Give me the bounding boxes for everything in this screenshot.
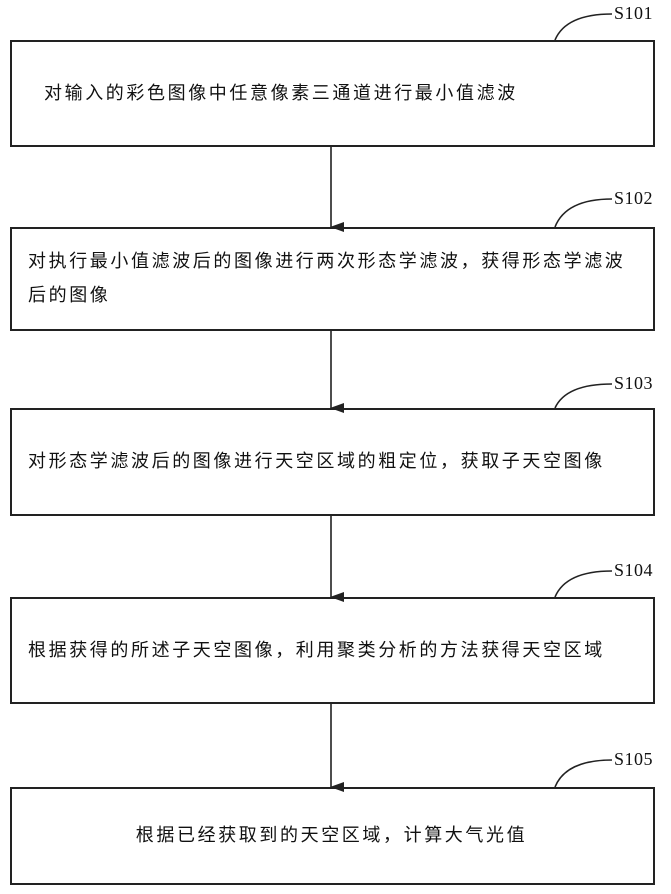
step-box-s101: 对输入的彩色图像中任意像素三通道进行最小值滤波 [10,40,655,147]
step-box-s102: 对执行最小值滤波后的图像进行两次形态学滤波，获得形态学滤波后的图像 [10,227,655,331]
label-leader-s104 [555,571,612,597]
step-label-s105: S105 [614,749,653,770]
label-leader-s103 [555,384,612,408]
label-leader-s101 [555,14,612,40]
step-text-s101: 对输入的彩色图像中任意像素三通道进行最小值滤波 [28,77,518,111]
step-label-s102: S102 [614,188,653,209]
step-label-s104: S104 [614,560,653,581]
step-text-s103: 对形态学滤波后的图像进行天空区域的粗定位，获取子天空图像 [28,445,605,479]
step-box-s105: 根据已经获取到的天空区域，计算大气光值 [10,787,655,885]
step-box-s104: 根据获得的所述子天空图像，利用聚类分析的方法获得天空区域 [10,597,655,704]
step-label-s101: S101 [614,3,653,24]
step-text-s102: 对执行最小值滤波后的图像进行两次形态学滤波，获得形态学滤波后的图像 [28,245,635,313]
label-leader-s102 [555,199,612,227]
step-text-s104: 根据获得的所述子天空图像，利用聚类分析的方法获得天空区域 [28,634,605,668]
step-text-s105: 根据已经获取到的天空区域，计算大气光值 [136,819,527,853]
step-box-s103: 对形态学滤波后的图像进行天空区域的粗定位，获取子天空图像 [10,408,655,516]
label-leader-s105 [555,760,612,787]
step-label-s103: S103 [614,373,653,394]
